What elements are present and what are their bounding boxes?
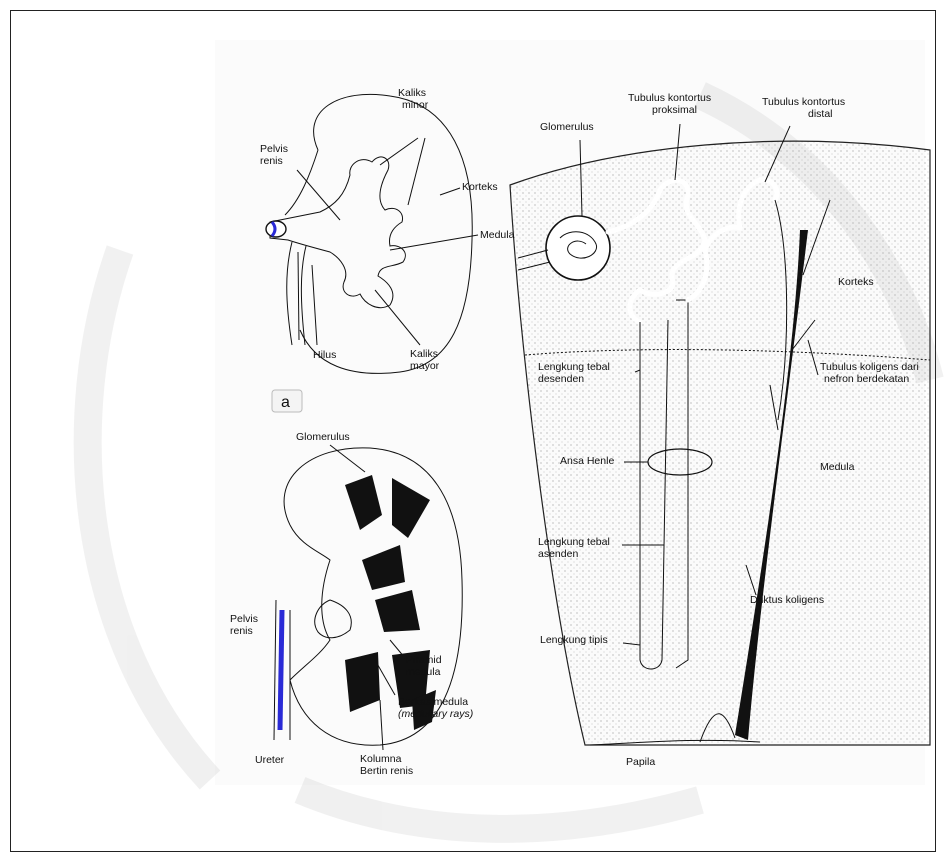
label-pelvis-renis-top: Pelvis renis bbox=[260, 143, 288, 167]
svg-text:Lengkung tebal: Lengkung tebal bbox=[538, 361, 610, 373]
kidney-gross-anatomy bbox=[266, 94, 478, 373]
svg-text:Tubulus koligens dari: Tubulus koligens dari bbox=[820, 361, 919, 373]
svg-text:proksimal: proksimal bbox=[652, 104, 697, 116]
renal-pyramids bbox=[345, 475, 436, 730]
svg-text:nefron berdekatan: nefron berdekatan bbox=[824, 373, 909, 385]
svg-text:Piramid: Piramid bbox=[406, 654, 442, 666]
svg-text:minor: minor bbox=[402, 99, 429, 111]
label-berkas-medula: Berkas medula (medullary rays) bbox=[398, 696, 473, 720]
svg-text:Kaliks: Kaliks bbox=[398, 87, 426, 99]
label-duktus-koligens: Duktus koligens bbox=[750, 594, 824, 606]
svg-text:Pelvis: Pelvis bbox=[230, 613, 258, 625]
label-papila: Papila bbox=[626, 756, 655, 768]
label-medula-nephron: Medula bbox=[820, 461, 855, 473]
label-kolumna-bertin: Kolumna Bertin renis bbox=[360, 753, 413, 777]
svg-text:Tubulus kontortus: Tubulus kontortus bbox=[628, 92, 711, 104]
svg-text:Kaliks: Kaliks bbox=[410, 348, 438, 360]
svg-text:mayor: mayor bbox=[410, 360, 440, 372]
label-kaliks-minor: Kaliks minor bbox=[398, 87, 429, 111]
svg-text:medula: medula bbox=[406, 666, 441, 678]
svg-text:a: a bbox=[281, 394, 290, 411]
svg-text:Pelvis: Pelvis bbox=[260, 143, 288, 155]
label-lengkung-tipis: Lengkung tipis bbox=[540, 634, 608, 646]
svg-text:Kolumna: Kolumna bbox=[360, 753, 402, 765]
label-tubulus-koligens: Tubulus koligens dari nefron berdekatan bbox=[820, 361, 919, 385]
label-glomerulus-nephron: Glomerulus bbox=[540, 121, 594, 133]
svg-text:Lengkung tebal: Lengkung tebal bbox=[538, 536, 610, 548]
label-ureter: Ureter bbox=[255, 754, 285, 766]
svg-text:asenden: asenden bbox=[538, 548, 578, 560]
svg-text:desenden: desenden bbox=[538, 373, 584, 385]
svg-text:Bertin renis: Bertin renis bbox=[360, 765, 413, 777]
nephron-diagram bbox=[510, 124, 930, 745]
label-glomerulus-section: Glomerulus bbox=[296, 431, 350, 443]
svg-text:renis: renis bbox=[260, 155, 283, 167]
svg-text:distal: distal bbox=[808, 108, 833, 120]
label-piramid-medula: Piramid medula bbox=[406, 654, 442, 678]
svg-text:Berkas medula: Berkas medula bbox=[398, 696, 468, 708]
panel-marker: a bbox=[272, 390, 302, 412]
label-korteks-top: Korteks bbox=[462, 181, 498, 193]
label-medula-top: Medula bbox=[480, 229, 515, 241]
label-kaliks-mayor: Kaliks mayor bbox=[410, 348, 440, 372]
label-korteks-nephron: Korteks bbox=[838, 276, 874, 288]
label-tubulus-distal: Tubulus kontortus distal bbox=[762, 96, 845, 120]
label-hilus: Hilus bbox=[313, 349, 336, 361]
label-pelvis-renis-bottom: Pelvis renis bbox=[230, 613, 258, 637]
svg-text:renis: renis bbox=[230, 625, 253, 637]
svg-text:(medullary rays): (medullary rays) bbox=[398, 708, 473, 720]
label-ansa-henle: Ansa Henle bbox=[560, 455, 614, 467]
svg-text:Tubulus kontortus: Tubulus kontortus bbox=[762, 96, 845, 108]
